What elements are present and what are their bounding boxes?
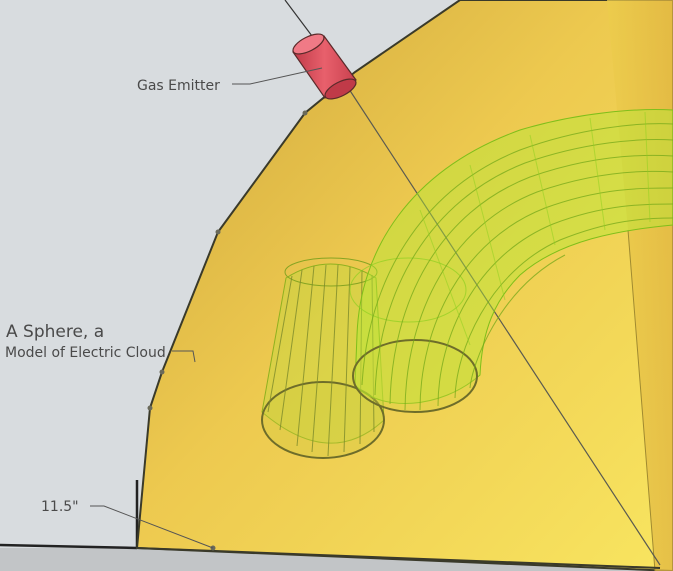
floor-plane	[0, 548, 673, 571]
dimension-leader	[90, 505, 214, 549]
gas-emitter-leader	[232, 67, 323, 85]
gas-emitter-label: Gas Emitter	[137, 78, 220, 94]
floor-edge	[0, 543, 138, 550]
sphere-subtitle-label: Model of Electric Cloud	[5, 345, 166, 361]
gas-emitter	[292, 33, 357, 100]
sphere-rim-edge	[136, 547, 661, 569]
dimension-label: 11.5"	[41, 499, 79, 515]
sphere-seam-line	[627, 229, 656, 571]
sphere-right-face	[607, 0, 673, 571]
small-field-tube	[261, 257, 385, 459]
sphere-leader	[172, 350, 196, 363]
field-line-tubes	[261, 109, 673, 459]
diagonal-axis-line	[329, 59, 661, 566]
large-field-tube	[349, 109, 673, 413]
sphere-vertices	[147, 110, 308, 551]
sphere-title-label: A Sphere, a	[6, 322, 104, 342]
